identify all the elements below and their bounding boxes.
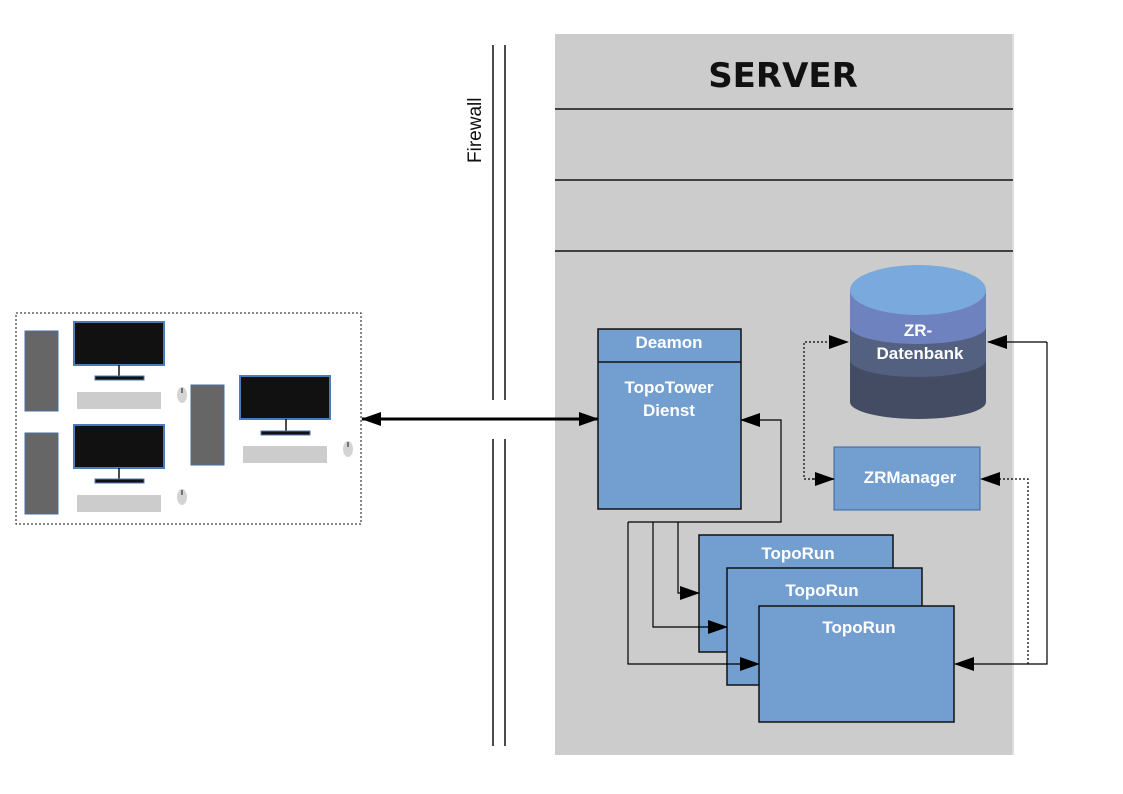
toporun-container[interactable] <box>758 605 955 723</box>
daemon-box[interactable]: Deamon TopoTower Dienst <box>597 328 742 510</box>
database-top <box>850 265 986 315</box>
daemon-run-connectors <box>627 413 782 671</box>
monitor-base <box>94 375 145 381</box>
keyboard-icon <box>77 392 161 409</box>
firewall: Firewall <box>465 45 506 746</box>
daemon-body-line1: TopoTower <box>624 378 713 397</box>
zrmanager-container[interactable] <box>833 446 981 511</box>
monitor-icon <box>239 375 331 420</box>
manager-database-connector <box>803 335 849 480</box>
toporun-label: TopoRun <box>761 544 834 563</box>
database-label-line2: Datenbank <box>877 344 964 363</box>
computer-tower-icon <box>24 330 59 412</box>
zrmanager-box[interactable]: ZRManager <box>833 446 981 511</box>
monitor-icon <box>73 321 165 366</box>
keyboard-icon <box>77 495 161 512</box>
workstation <box>190 375 353 466</box>
database[interactable]: ZR- Datenbank <box>850 265 986 419</box>
toporun-label: TopoRun <box>785 581 858 600</box>
mouse-icon <box>343 441 353 457</box>
run-manager-connector <box>980 472 1029 664</box>
monitor-icon <box>73 424 165 469</box>
monitor-base <box>94 478 145 484</box>
mouse-icon <box>177 387 187 403</box>
daemon-header: Deamon <box>635 333 702 352</box>
database-label-line1: ZR- <box>904 321 932 340</box>
keyboard-icon <box>243 446 327 463</box>
run-database-connector <box>954 342 1048 671</box>
monitor-base <box>260 430 311 436</box>
mouse-icon <box>177 489 187 505</box>
client-group <box>15 312 362 525</box>
computer-tower-icon <box>190 384 225 466</box>
workstation <box>24 424 187 515</box>
daemon-to-run3-connector <box>627 522 760 671</box>
server-title: SERVER <box>708 56 858 96</box>
computer-tower-icon <box>24 432 59 515</box>
daemon-to-run2-connector <box>652 522 728 634</box>
toporun-box[interactable]: TopoRun <box>758 605 955 723</box>
daemon-container[interactable] <box>597 328 742 510</box>
zrmanager-label: ZRManager <box>864 468 957 487</box>
toporun-label: TopoRun <box>822 618 895 637</box>
daemon-body-line2: Dienst <box>643 401 695 420</box>
run-to-daemon-connector <box>628 413 782 523</box>
firewall-label: Firewall <box>465 98 486 163</box>
daemon-to-run1-connector <box>677 522 700 600</box>
workstation <box>24 321 187 412</box>
